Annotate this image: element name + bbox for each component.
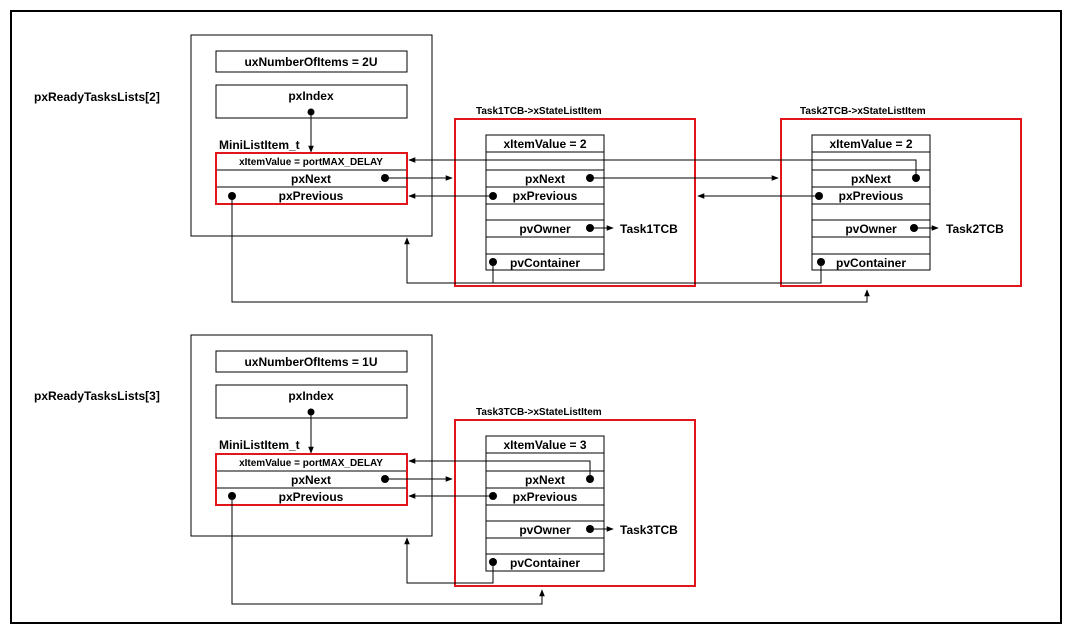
task2-previous: pxPrevious bbox=[839, 189, 904, 203]
task2-owner-target: Task2TCB bbox=[946, 222, 1004, 236]
ready-list-2: pxReadyTasksLists[2] uxNumberOfItems = 2… bbox=[34, 34, 1022, 303]
pxindex-label: pxIndex bbox=[288, 89, 334, 103]
mini-list-item-type: MiniListItem_t bbox=[219, 138, 300, 152]
pxindex-label: pxIndex bbox=[288, 389, 334, 403]
task1-item-highlight bbox=[454, 118, 696, 287]
task2-next-arrow bbox=[408, 157, 917, 178]
task2-container: pvContainer bbox=[836, 256, 906, 270]
task3-item-value: xItemValue = 3 bbox=[503, 438, 586, 452]
task3-previous: pxPrevious bbox=[513, 490, 578, 504]
task1-list-item bbox=[485, 134, 605, 271]
number-of-items-label: uxNumberOfItems = 2U bbox=[244, 55, 377, 69]
task1-container: pvContainer bbox=[510, 256, 580, 270]
end-previous-arrow bbox=[231, 496, 545, 605]
item-title-task3: Task3TCB->xStateListItem bbox=[476, 407, 602, 418]
end-previous-arrow bbox=[231, 196, 870, 303]
task1-owner: pvOwner bbox=[519, 222, 571, 236]
ready-list-3: pxReadyTasksLists[3] uxNumberOfItems = 1… bbox=[34, 334, 696, 605]
task1-owner-target: Task1TCB bbox=[620, 222, 678, 236]
task2-list-item bbox=[811, 134, 931, 271]
task3-owner-target: Task3TCB bbox=[620, 523, 678, 537]
task3-list-item bbox=[485, 435, 605, 572]
task2-item-value: xItemValue = 2 bbox=[829, 137, 912, 151]
mini-list-item-type: MiniListItem_t bbox=[219, 438, 300, 452]
task3-next: pxNext bbox=[525, 473, 565, 487]
task3-container-arrow bbox=[404, 537, 494, 584]
number-of-items-label: uxNumberOfItems = 1U bbox=[244, 355, 377, 369]
task2-owner: pvOwner bbox=[845, 222, 897, 236]
number-of-items-box bbox=[215, 50, 408, 73]
end-next-label: pxNext bbox=[291, 172, 331, 186]
end-item-value-label: xItemValue = portMAX_DELAY bbox=[239, 157, 383, 168]
task3-item-highlight bbox=[454, 419, 696, 587]
item-title-task1: Task1TCB->xStateListItem bbox=[476, 106, 602, 117]
task3-container: pvContainer bbox=[510, 556, 580, 570]
end-previous-label: pxPrevious bbox=[279, 490, 344, 504]
task1-item-value: xItemValue = 2 bbox=[503, 137, 586, 151]
list-name: pxReadyTasksLists[2] bbox=[34, 90, 160, 104]
task1-previous: pxPrevious bbox=[513, 189, 578, 203]
item-title-task2: Task2TCB->xStateListItem bbox=[800, 106, 926, 117]
end-next-label: pxNext bbox=[291, 473, 331, 487]
task2-next: pxNext bbox=[851, 172, 891, 186]
task3-next-arrow bbox=[408, 458, 591, 479]
task3-owner: pvOwner bbox=[519, 523, 571, 537]
end-previous-label: pxPrevious bbox=[279, 189, 344, 203]
task1-next: pxNext bbox=[525, 172, 565, 186]
number-of-items-box bbox=[215, 350, 408, 373]
list-name: pxReadyTasksLists[3] bbox=[34, 389, 160, 403]
task1-container-arrow bbox=[404, 237, 494, 284]
task2-item-highlight bbox=[780, 118, 1022, 287]
end-item-value-label: xItemValue = portMAX_DELAY bbox=[239, 458, 383, 469]
task2-container-arrow bbox=[493, 262, 822, 284]
